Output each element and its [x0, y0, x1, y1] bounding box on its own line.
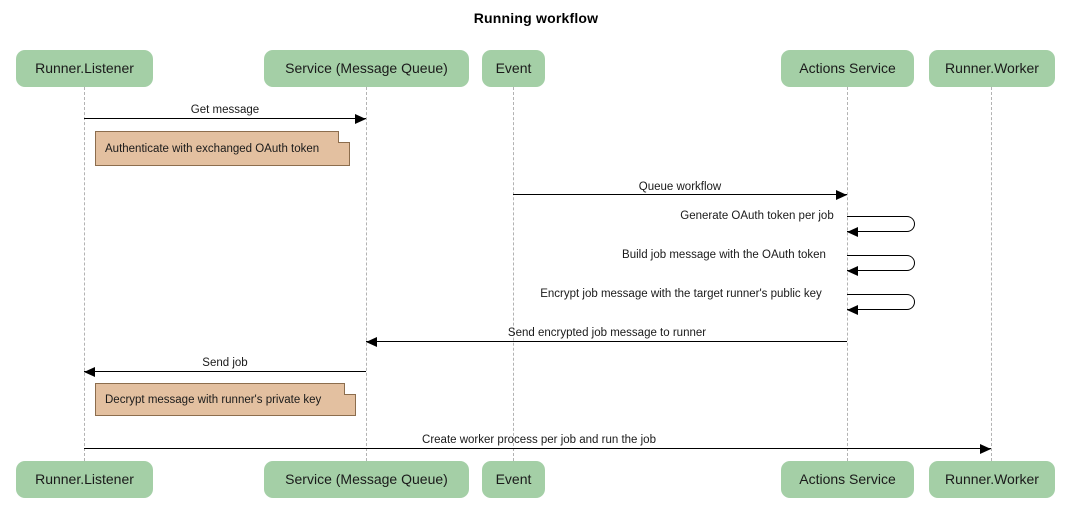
message-label-build-job-message: Build job message with the OAuth token	[622, 249, 826, 261]
lifeline-runner-worker	[991, 87, 992, 461]
note-text-decrypt-message: Decrypt message with runner's private ke…	[105, 393, 322, 406]
message-label-create-worker-process: Create worker process per job and run th…	[422, 434, 656, 446]
message-label-send-encrypted-job-message: Send encrypted job message to runner	[507, 327, 707, 339]
message-line-get-message	[84, 118, 366, 119]
message-selfloop-encrypt-job-message	[847, 294, 915, 310]
message-line-create-worker-process	[84, 448, 991, 449]
message-selfloop-build-job-message	[847, 255, 915, 271]
message-arrowhead-get-message	[355, 114, 366, 124]
message-label-send-job: Send job	[202, 357, 248, 369]
message-label-queue-workflow: Queue workflow	[638, 181, 722, 193]
message-arrowhead-generate-oauth-token	[847, 227, 858, 237]
message-line-queue-workflow	[513, 194, 847, 195]
participant-bottom-service-queue[interactable]: Service (Message Queue)	[264, 461, 469, 498]
lifeline-runner-listener	[84, 87, 85, 461]
message-arrowhead-build-job-message	[847, 266, 858, 276]
note-text-authenticate-oauth: Authenticate with exchanged OAuth token	[105, 142, 320, 155]
participant-top-service-queue[interactable]: Service (Message Queue)	[264, 50, 469, 87]
message-arrowhead-encrypt-job-message	[847, 305, 858, 315]
note-fold-corner-icon	[338, 131, 350, 143]
message-arrowhead-queue-workflow	[836, 190, 847, 200]
participant-bottom-runner-listener[interactable]: Runner.Listener	[16, 461, 153, 498]
participant-top-runner-worker[interactable]: Runner.Worker	[929, 50, 1055, 87]
participant-bottom-actions-service[interactable]: Actions Service	[781, 461, 914, 498]
message-label-get-message: Get message	[190, 104, 260, 116]
message-label-encrypt-job-message: Encrypt job message with the target runn…	[540, 288, 822, 300]
message-selfloop-generate-oauth-token	[847, 216, 915, 232]
participant-bottom-event[interactable]: Event	[482, 461, 545, 498]
participant-top-runner-listener[interactable]: Runner.Listener	[16, 50, 153, 87]
message-arrowhead-create-worker-process	[980, 444, 991, 454]
participant-bottom-runner-worker[interactable]: Runner.Worker	[929, 461, 1055, 498]
page-title: Running workflow	[473, 10, 599, 26]
message-line-send-job	[84, 371, 366, 372]
participant-top-event[interactable]: Event	[482, 50, 545, 87]
lifeline-service-queue	[366, 87, 367, 461]
message-arrowhead-send-encrypted-job-message	[366, 337, 377, 347]
participant-top-actions-service[interactable]: Actions Service	[781, 50, 914, 87]
note-fold-corner-icon	[344, 383, 356, 395]
note-decrypt-message: Decrypt message with runner's private ke…	[95, 383, 356, 416]
lifeline-event	[513, 87, 514, 461]
message-arrowhead-send-job	[84, 367, 95, 377]
message-line-send-encrypted-job-message	[366, 341, 847, 342]
note-authenticate-oauth: Authenticate with exchanged OAuth token	[95, 131, 350, 166]
message-label-generate-oauth-token: Generate OAuth token per job	[680, 210, 834, 222]
